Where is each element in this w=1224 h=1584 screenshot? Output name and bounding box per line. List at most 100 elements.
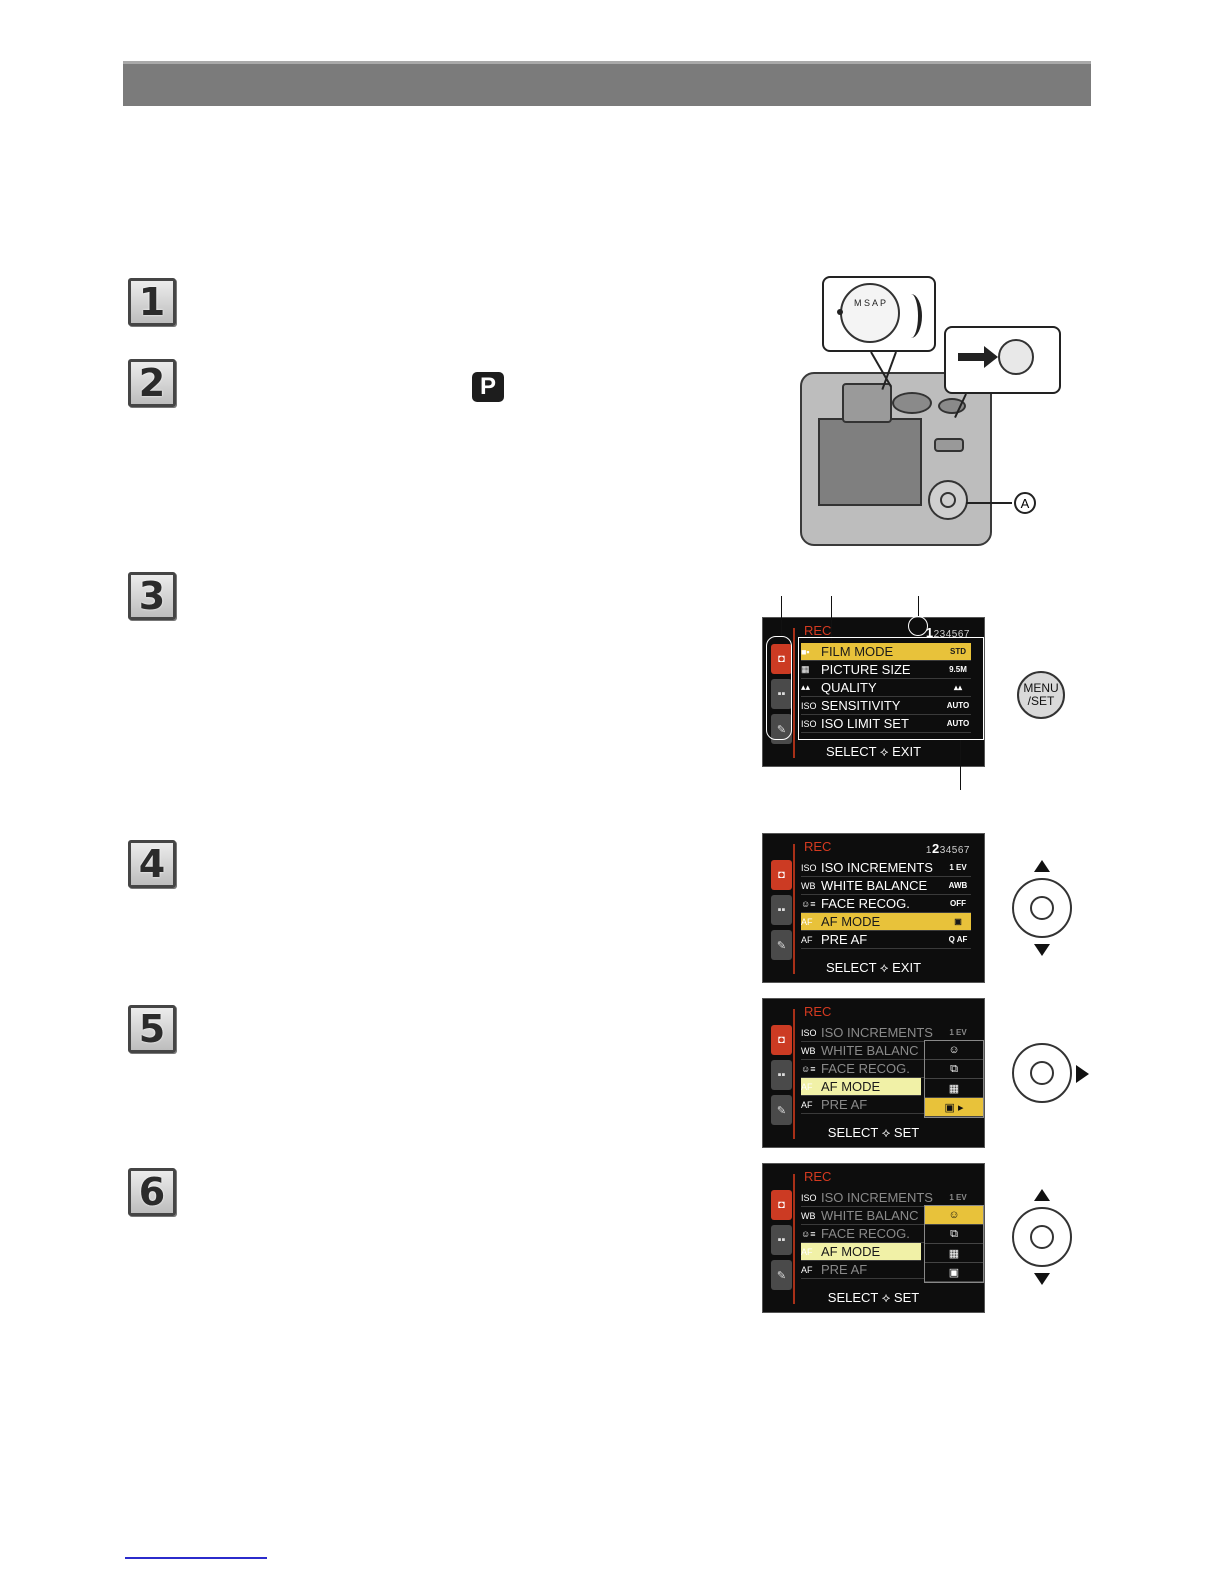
- page-numbers: 34567: [939, 845, 970, 856]
- af-option-multi-area-icon[interactable]: ▦: [925, 1079, 983, 1098]
- step-4-badge: 4: [128, 840, 176, 888]
- menu-item-value: 1 EV: [949, 1028, 967, 1037]
- menu-item-label: PRE AF: [821, 1097, 868, 1112]
- menu-item-value: AWB: [948, 881, 968, 890]
- menu-set-label-line2: /SET: [1027, 694, 1055, 708]
- step-3-badge: 3: [128, 572, 176, 620]
- menu-item-value: OFF: [950, 899, 966, 908]
- tab-bar-outline: [766, 636, 792, 740]
- menu-item-label: QUALITY: [821, 680, 877, 695]
- dpad-center-icon: [1030, 1225, 1054, 1249]
- menu-item-label: WHITE BALANC: [821, 1043, 919, 1058]
- iso-increments-icon: ISO: [801, 862, 817, 873]
- menu-item-label: AF MODE: [821, 1244, 881, 1259]
- af-mode-icon: AF: [801, 916, 813, 927]
- menu-item-af-mode[interactable]: AF AF MODE: [801, 1243, 921, 1261]
- cursor-dpad-icon[interactable]: [1012, 1043, 1072, 1103]
- up-arrow-icon: [1034, 860, 1050, 872]
- page-indicator: 1234567: [926, 625, 970, 640]
- menu-header: REC: [804, 623, 832, 638]
- tab-motion-picture-icon[interactable]: ▪▪: [771, 1060, 792, 1090]
- menu-divider: [793, 844, 795, 974]
- menu-divider: [793, 1009, 795, 1139]
- af-option-1-area-icon[interactable]: ▣ ▸: [925, 1098, 983, 1117]
- tab-motion-picture-icon[interactable]: ▪▪: [771, 895, 792, 925]
- menu-item-white-balance[interactable]: WB WHITE BALANC: [801, 1207, 971, 1225]
- af-mode-options-popup: ☺ ⧉ ▦ ▣: [924, 1205, 984, 1283]
- tab-rec-camera-icon[interactable]: ◘: [771, 1025, 792, 1055]
- af-mode-icon: AF: [801, 1246, 813, 1257]
- af-option-tracking-icon[interactable]: ⧉: [925, 1225, 983, 1244]
- hot-shoe-icon: [842, 383, 892, 423]
- cursor-dpad-icon[interactable]: [1012, 878, 1072, 938]
- down-arrow-icon: [1034, 944, 1050, 956]
- menu-item-label: FILM MODE: [821, 644, 894, 659]
- tab-rec-camera-icon[interactable]: ◘: [771, 860, 792, 890]
- menu-item-label: ISO INCREMENTS: [821, 860, 933, 875]
- tab-setup-wrench-icon[interactable]: ✎: [771, 930, 792, 960]
- menu-item-value: 1 EV: [949, 1193, 967, 1202]
- menu-item-face-recog[interactable]: ☺≡FACE RECOG.: [801, 1225, 971, 1243]
- switch-arrow-icon: [984, 346, 998, 368]
- menu-item-label: PICTURE SIZE: [821, 662, 911, 677]
- af-option-multi-area-icon[interactable]: ▦: [925, 1244, 983, 1263]
- white-balance-icon: WB: [801, 1210, 816, 1221]
- cursor-dpad-icon[interactable]: [1012, 1207, 1072, 1267]
- menu-footer-hint: SELECT ⟡ SET: [827, 1125, 920, 1140]
- page-numbers: 234567: [933, 629, 970, 640]
- tab-motion-picture-icon[interactable]: ▪▪: [771, 1225, 792, 1255]
- footer-link-underline[interactable]: [125, 1557, 267, 1559]
- menu-item-label: WHITE BALANC: [821, 1208, 919, 1223]
- menu-set-button[interactable]: MENU/SET: [1017, 671, 1065, 719]
- menu-tab-bar: ◘ ▪▪ ✎: [771, 1025, 792, 1125]
- face-recog-icon: ☺≡: [801, 1063, 816, 1074]
- af-option-tracking-icon[interactable]: ⧉: [925, 1060, 983, 1079]
- mode-dial-icon: [892, 392, 932, 414]
- rear-dial-icon: [934, 438, 964, 452]
- menu-tab-bar: ◘ ▪▪ ✎: [771, 860, 792, 960]
- menu-item-value: ▴▴: [953, 683, 963, 692]
- menu-item-label: PRE AF: [821, 932, 868, 947]
- af-option-face-detection-icon[interactable]: ☺: [925, 1206, 983, 1225]
- film-mode-icon: ■▪: [801, 646, 810, 657]
- tab-rec-camera-icon[interactable]: ◘: [771, 1190, 792, 1220]
- menu-item-label: ISO INCREMENTS: [821, 1025, 933, 1040]
- menu-header: REC: [804, 1169, 832, 1184]
- tab-rec-camera-icon[interactable]: ◘: [771, 644, 792, 674]
- menu-item-label: SENSITIVITY: [821, 698, 901, 713]
- camera-screen-icon: [818, 418, 922, 506]
- menu-item-label: ISO INCREMENTS: [821, 1190, 933, 1205]
- tab-motion-picture-icon[interactable]: ▪▪: [771, 679, 792, 709]
- menu-item-face-recog[interactable]: ☺≡FACE RECOG.OFF: [801, 895, 971, 913]
- af-option-face-detection-icon[interactable]: ☺: [925, 1041, 983, 1060]
- af-option-1-area-icon[interactable]: ▣: [925, 1263, 983, 1282]
- step-6-badge: 6: [128, 1168, 176, 1216]
- menu-footer-hint: SELECT ⟡ EXIT: [825, 744, 922, 759]
- iso-limit-icon: ISO: [801, 718, 817, 729]
- menu-item-face-recog[interactable]: ☺≡FACE RECOG.: [801, 1060, 971, 1078]
- menu-item-value: Q AF: [948, 935, 968, 944]
- tab-setup-wrench-icon[interactable]: ✎: [771, 1095, 792, 1125]
- leader-line: [781, 596, 782, 636]
- tab-setup-wrench-icon[interactable]: ✎: [771, 1260, 792, 1290]
- quality-icon: ▴▴: [801, 682, 811, 692]
- menu-item-quality[interactable]: ▴▴ QUALITY ▴▴: [801, 679, 971, 697]
- menu-divider: [793, 1174, 795, 1304]
- menu-set-label: MENU/SET: [1023, 682, 1058, 708]
